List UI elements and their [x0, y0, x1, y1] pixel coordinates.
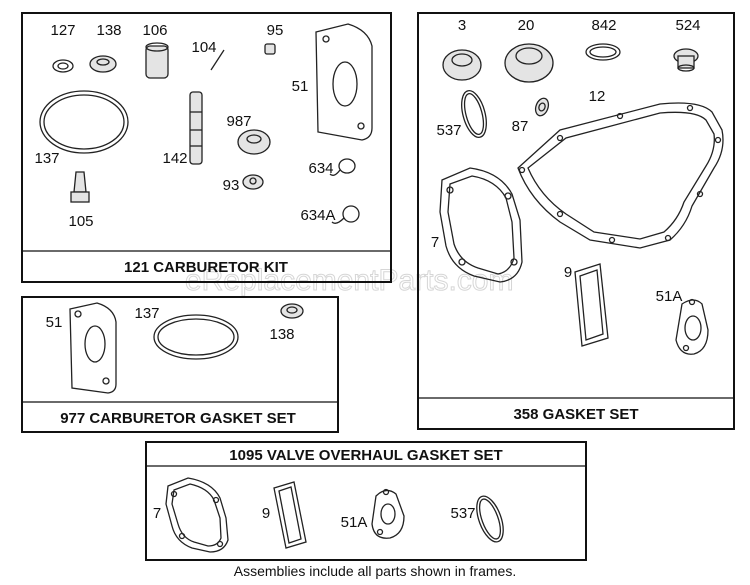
label-137: 137	[34, 150, 59, 167]
part-524-drawing	[673, 48, 699, 72]
part-138-drawing	[280, 303, 304, 319]
label-12: 12	[589, 88, 606, 105]
part-12-drawing	[517, 102, 724, 249]
label-634a: 634A	[300, 207, 335, 224]
part-51a-drawing	[371, 488, 405, 539]
label-138: 138	[269, 326, 294, 343]
part-93-drawing	[242, 174, 264, 190]
part-127-drawing	[52, 59, 74, 73]
part-51-drawing	[315, 23, 373, 141]
part-105-drawing	[70, 171, 90, 203]
valve-overhaul-gasket-set-title: 1095 VALVE OVERHAUL GASKET SET	[229, 447, 502, 464]
label-51a: 51A	[341, 514, 368, 531]
part-95-drawing	[264, 43, 276, 55]
label-51: 51	[292, 78, 309, 95]
label-104: 104	[191, 39, 216, 56]
valve-overhaul-gasket-set-frame: 1095 VALVE OVERHAUL GASKET SET 7 9 51A 5…	[145, 441, 587, 561]
part-137-drawing	[153, 314, 239, 360]
part-634-drawing	[329, 158, 356, 176]
label-142: 142	[162, 150, 187, 167]
carburetor-gasket-set-frame: 977 CARBURETOR GASKET SET 51 137 138	[21, 296, 339, 433]
part-7-drawing	[439, 167, 523, 283]
label-20: 20	[518, 17, 535, 34]
label-9: 9	[564, 264, 572, 281]
part-634a-drawing	[331, 205, 360, 224]
part-3-drawing	[442, 49, 482, 81]
gasket-set-frame: 358 GASKET SET	[417, 12, 735, 430]
part-537-drawing	[476, 495, 504, 543]
label-127: 127	[50, 22, 75, 39]
part-142-drawing	[189, 91, 203, 165]
part-51a-drawing	[675, 298, 709, 355]
carburetor-kit-title: 121 CARBURETOR KIT	[124, 259, 288, 276]
valve-overhaul-gasket-set-border	[145, 441, 587, 561]
part-9-drawing	[273, 481, 307, 549]
part-7-drawing	[165, 477, 229, 553]
label-51: 51	[46, 314, 63, 331]
carburetor-gasket-set-border	[21, 296, 339, 433]
label-537: 537	[436, 122, 461, 139]
label-3: 3	[458, 17, 466, 34]
carburetor-kit-frame: 121 CARBURETOR KIT	[21, 12, 392, 283]
footer-note: Assemblies include all parts shown in fr…	[234, 563, 516, 579]
label-106: 106	[142, 22, 167, 39]
label-524: 524	[675, 17, 700, 34]
label-634: 634	[308, 160, 333, 177]
part-137-drawing	[39, 90, 129, 154]
part-9-drawing	[574, 263, 609, 347]
part-106-drawing	[145, 42, 169, 79]
label-87: 87	[512, 118, 529, 135]
part-842-drawing	[585, 43, 621, 61]
label-51a: 51A	[656, 288, 683, 305]
label-842: 842	[591, 17, 616, 34]
gasket-set-border	[417, 12, 735, 430]
label-7: 7	[153, 505, 161, 522]
part-537-drawing	[461, 89, 487, 139]
carburetor-gasket-set-title: 977 CARBURETOR GASKET SET	[60, 410, 296, 427]
part-87-drawing	[534, 97, 550, 117]
part-51-drawing	[69, 302, 117, 394]
label-95: 95	[267, 22, 284, 39]
label-9: 9	[262, 505, 270, 522]
label-7: 7	[431, 234, 439, 251]
gasket-set-title: 358 GASKET SET	[513, 406, 638, 423]
watermark: eReplacementParts.com	[185, 264, 513, 297]
label-105: 105	[68, 213, 93, 230]
label-987: 987	[226, 113, 251, 130]
label-537: 537	[450, 505, 475, 522]
part-104-drawing	[210, 49, 225, 71]
label-93: 93	[223, 177, 240, 194]
part-987-drawing	[237, 129, 271, 155]
part-138-drawing	[89, 55, 117, 73]
part-20-drawing	[504, 43, 554, 83]
label-138: 138	[96, 22, 121, 39]
carburetor-kit-border	[21, 12, 392, 283]
label-137: 137	[134, 305, 159, 322]
